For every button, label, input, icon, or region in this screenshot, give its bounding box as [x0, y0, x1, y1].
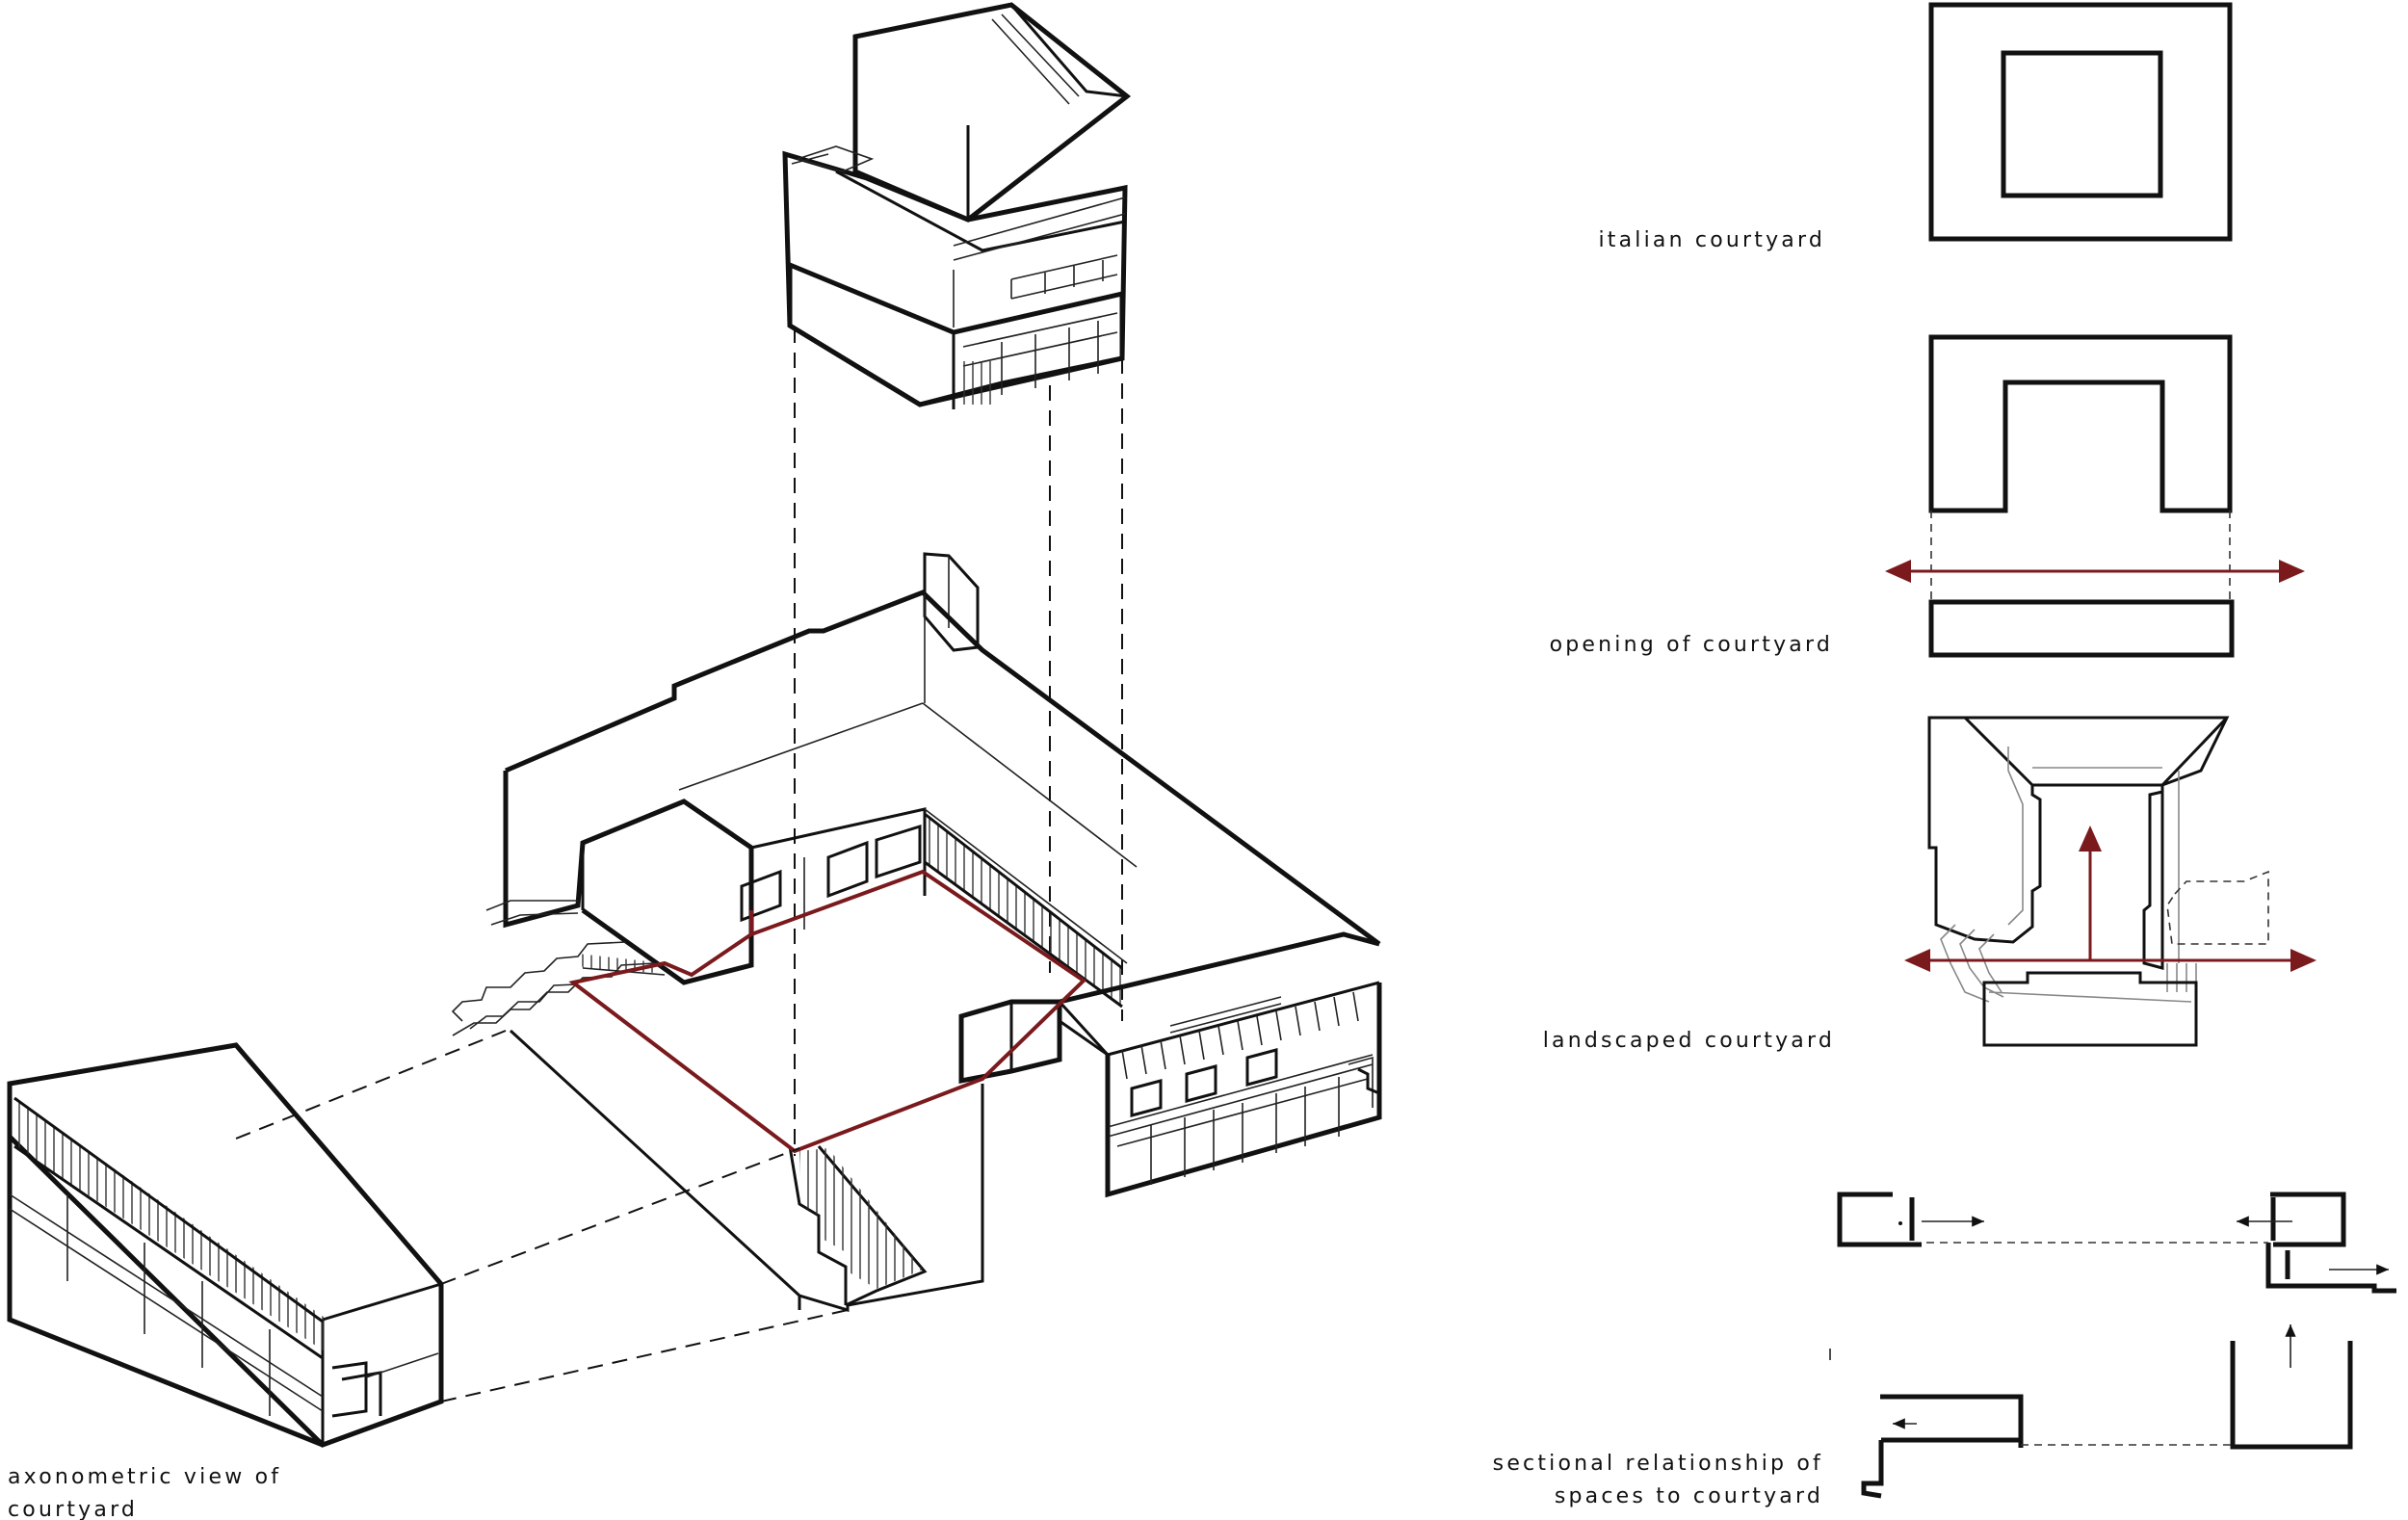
- sectional-label-line1: sectional relationship of: [1493, 1452, 1823, 1476]
- main-courtyard-building: [451, 552, 1382, 1313]
- axonometric-label-line2: courtyard: [8, 1498, 138, 1520]
- landscaped-courtyard-label: landscaped courtyard: [1543, 1029, 1835, 1053]
- projection-lines-left: [235, 1030, 849, 1402]
- sectional-diagram-top: [1837, 1192, 2396, 1294]
- opening-courtyard-label: opening of courtyard: [1550, 633, 1833, 657]
- italian-courtyard-label: italian courtyard: [1598, 228, 1825, 252]
- courtyard-outline-red: [568, 869, 1087, 1154]
- left-long-building: [7, 1042, 444, 1448]
- axonometric-label-line1: axonometric view of: [8, 1465, 281, 1489]
- opening-courtyard-diagram: [1885, 334, 2305, 658]
- projection-lines-upper: [794, 328, 1123, 1156]
- sectional-diagram-bottom: [1829, 1324, 2353, 1499]
- sectional-label-line2: spaces to courtyard: [1555, 1484, 1823, 1508]
- italian-courtyard-diagram: [1928, 2, 2233, 242]
- upper-building-block: [782, 2, 1132, 409]
- landscaped-courtyard-diagram: [1904, 716, 2316, 1047]
